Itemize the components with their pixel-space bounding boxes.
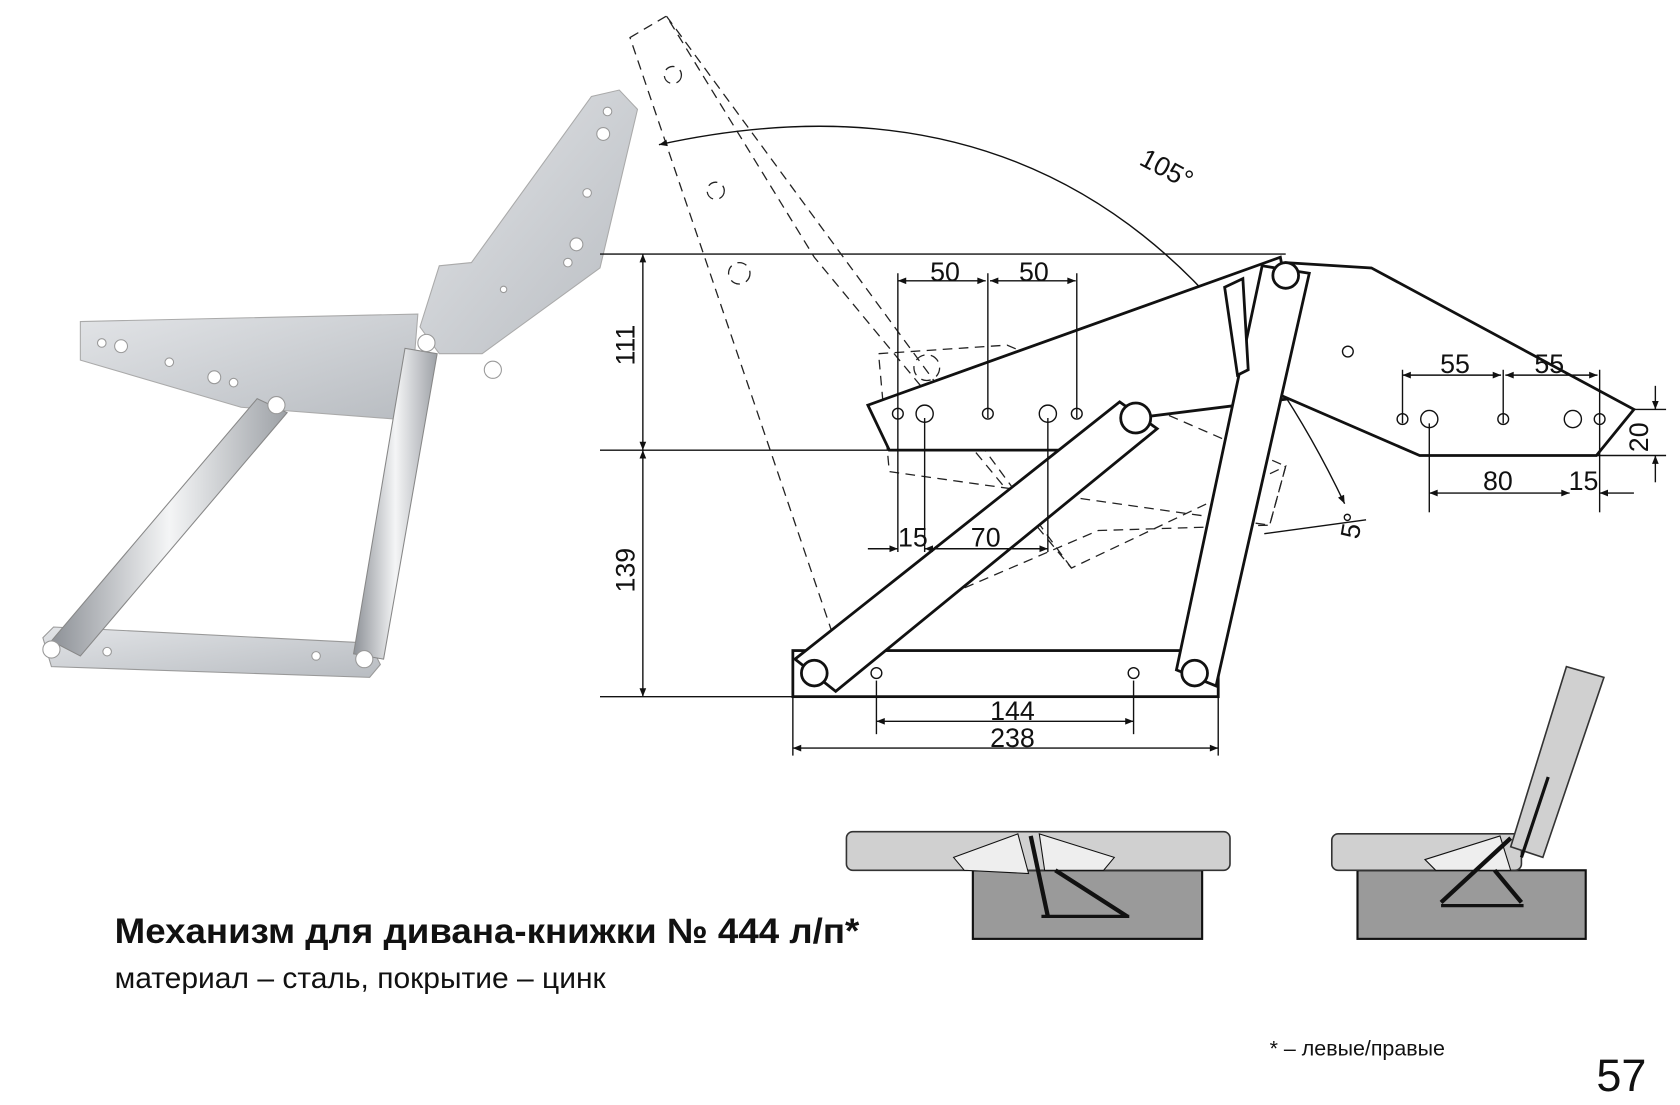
dim-right-plate-length: 80 (1483, 466, 1513, 496)
angle-open-label: 105° (1135, 143, 1198, 196)
angle-tilt-label: 5° (1335, 511, 1369, 541)
product-subtitle: материал – сталь, покрытие – цинк (115, 962, 607, 995)
mechanism-outline (791, 255, 1637, 699)
dim-base-length: 238 (990, 723, 1035, 753)
dim-top-right-1: 55 (1440, 349, 1470, 379)
dim-height-upper: 111 (610, 325, 640, 366)
dim-right-plate-offset: 15 (1569, 466, 1599, 496)
page-number: 57 (1596, 1050, 1646, 1101)
sofa-open-illustration (1330, 665, 1605, 940)
dim-top-left-2: 50 (1019, 257, 1049, 287)
dim-height-lower: 139 (610, 548, 640, 593)
dim-right-plate-height: 20 (1624, 422, 1654, 452)
dim-top-right-2: 55 (1534, 349, 1564, 379)
dim-left-plate-spacing: 70 (971, 523, 1001, 553)
dim-top-left-1: 50 (930, 257, 960, 287)
dim-base-holes: 144 (990, 696, 1035, 726)
product-title: Механизм для дивана-книжки № 444 л/п* (115, 912, 860, 951)
footnote: * – левые/правые (1270, 1037, 1445, 1061)
dimension-lines (792, 273, 1667, 756)
dim-left-plate-offset: 15 (898, 523, 928, 553)
mechanism-photo (42, 89, 639, 678)
sofa-closed-illustration (845, 830, 1231, 940)
